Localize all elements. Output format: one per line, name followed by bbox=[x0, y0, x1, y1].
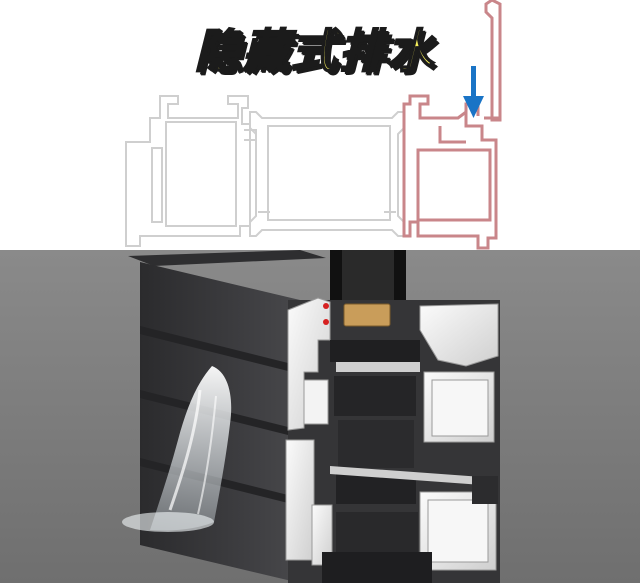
middle-chamber-outline bbox=[249, 111, 405, 237]
title-banner: 隐藏式排水 bbox=[194, 23, 435, 79]
glass-pane-left bbox=[330, 250, 342, 312]
glass-pane-right bbox=[394, 250, 406, 312]
section-outline-drawing bbox=[125, 0, 502, 250]
down-arrow-icon bbox=[463, 66, 484, 118]
aluminium-chambers bbox=[285, 297, 499, 571]
right-end-cap bbox=[472, 476, 498, 504]
insulating-core bbox=[343, 303, 391, 327]
profile-render bbox=[0, 250, 640, 583]
thermal-break bbox=[322, 340, 496, 583]
left-frame-outline bbox=[125, 95, 257, 247]
water-stream bbox=[122, 366, 232, 532]
profile-top-face bbox=[128, 250, 326, 266]
